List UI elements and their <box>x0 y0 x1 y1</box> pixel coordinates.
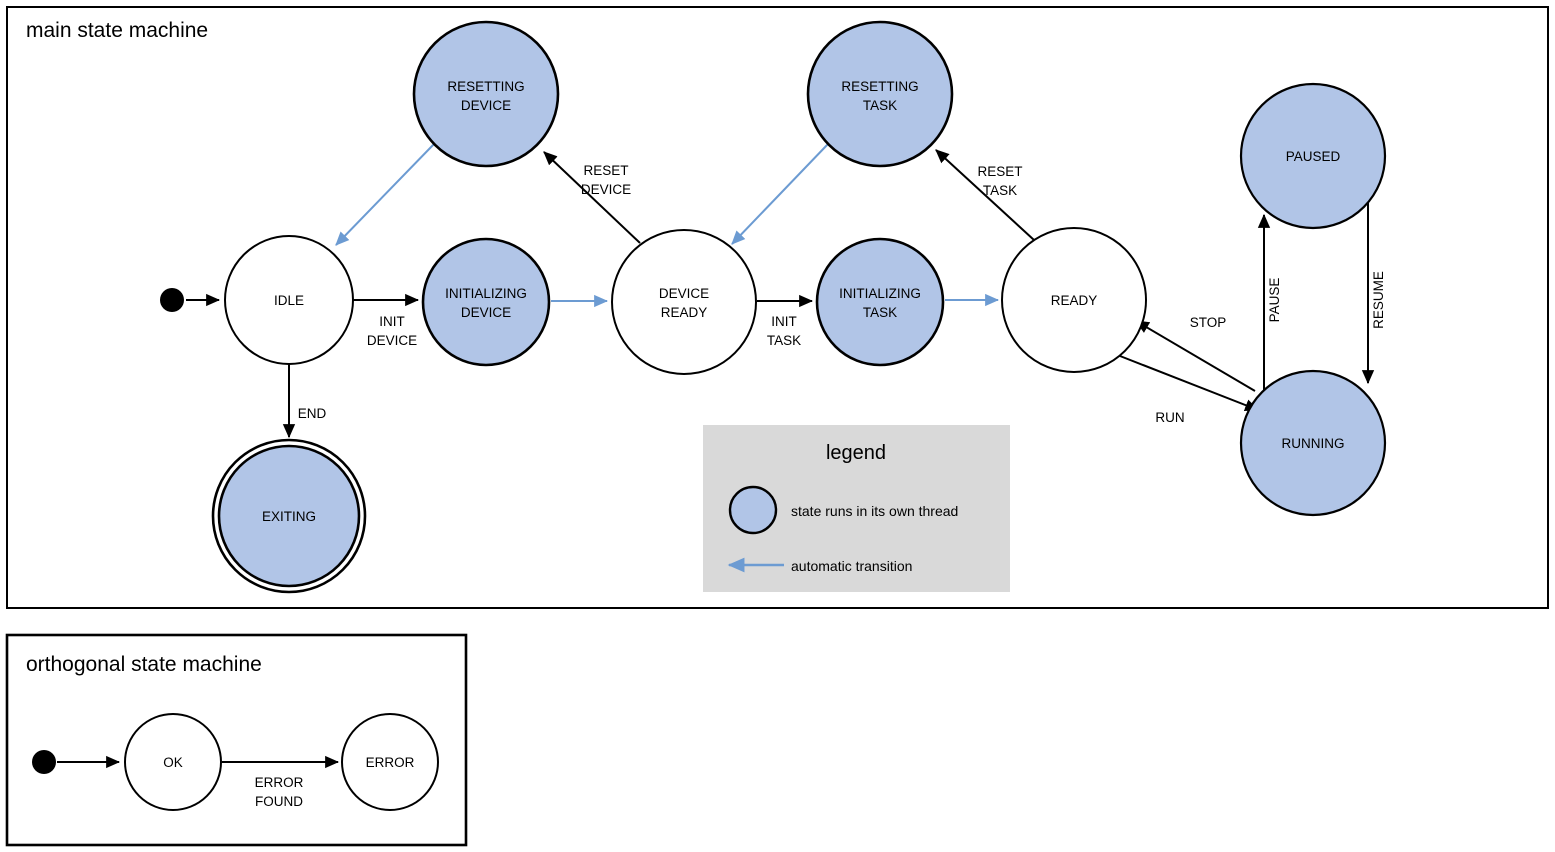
state-label-line2: DEVICE <box>461 305 511 320</box>
state-circle <box>1239 369 1387 517</box>
transition-label-init-task-line2: TASK <box>767 333 801 348</box>
state-circle <box>217 444 361 588</box>
state-resetting-task[interactable]: RESETTING TASK <box>806 20 954 168</box>
transition-label-run: RUN <box>1155 410 1184 425</box>
state-label-line1: INITIALIZING <box>445 286 527 301</box>
state-label-line2: READY <box>661 305 708 320</box>
state-label-line1: READY <box>1051 293 1098 308</box>
state-label-line1: DEVICE <box>659 286 709 301</box>
state-label-line1: EXITING <box>262 509 316 524</box>
orthogonal-initial-state-marker <box>32 750 56 774</box>
transition-label-reset-task-line1: RESET <box>977 164 1022 179</box>
state-circle <box>224 235 354 365</box>
state-label-line1: PAUSED <box>1286 149 1341 164</box>
transition-ready-to-running <box>1119 355 1260 412</box>
transition-label-init-device-line2: DEVICE <box>367 333 417 348</box>
main-transitions: INIT DEVICE INIT TASK RESET DEVICE RESET… <box>186 143 1386 439</box>
legend-item-thread-state: state runs in its own thread <box>728 485 958 535</box>
transition-device-ready-to-resetting-device <box>543 151 641 244</box>
state-circle <box>124 713 222 811</box>
state-circle <box>421 237 551 367</box>
state-circle <box>611 229 757 375</box>
legend-item-automatic-transition: automatic transition <box>727 557 912 574</box>
legend-item-label: state runs in its own thread <box>791 503 958 519</box>
transition-label-error-found-line1: ERROR <box>255 775 304 790</box>
transition-running-to-ready <box>1135 320 1256 392</box>
state-label-line2: DEVICE <box>461 98 511 113</box>
state-device-ready[interactable]: DEVICE READY <box>611 229 757 375</box>
transition-label-init-device-line1: INIT <box>379 314 405 329</box>
initial-state-marker <box>160 288 184 312</box>
state-label-line1: RESETTING <box>447 79 524 94</box>
orthogonal-frame-title: orthogonal state machine <box>26 653 262 676</box>
state-circle <box>1239 82 1387 230</box>
state-label-line1: ERROR <box>366 755 415 770</box>
state-label-line1: RESETTING <box>841 79 918 94</box>
state-label-line1: INITIALIZING <box>839 286 921 301</box>
state-label-line1: RUNNING <box>1282 436 1345 451</box>
state-ready[interactable]: READY <box>1001 227 1147 373</box>
legend-item-label: automatic transition <box>791 558 912 574</box>
transition-label-reset-task-line2: TASK <box>983 183 1017 198</box>
state-circle <box>341 713 439 811</box>
state-running[interactable]: RUNNING <box>1239 369 1387 517</box>
state-resetting-device[interactable]: RESETTING DEVICE <box>412 20 560 168</box>
state-ok[interactable]: OK <box>124 713 222 811</box>
transition-label-error-found-line2: FOUND <box>255 794 303 809</box>
transition-resetting-device-to-idle <box>335 143 435 246</box>
transition-label-init-task-line1: INIT <box>771 314 797 329</box>
state-label-line1: OK <box>163 755 183 770</box>
legend-title: legend <box>826 442 886 464</box>
orthogonal-state-machine-frame: orthogonal state machine ERROR FOUND OK … <box>5 633 468 847</box>
transition-label-reset-device-line2: DEVICE <box>581 182 631 197</box>
transition-label-stop: STOP <box>1190 315 1227 330</box>
filled-circle-icon <box>728 485 778 535</box>
state-idle[interactable]: IDLE <box>224 235 354 365</box>
state-initializing-task[interactable]: INITIALIZING TASK <box>815 237 945 367</box>
state-circle <box>806 20 954 168</box>
state-label-line1: IDLE <box>274 293 304 308</box>
state-exiting[interactable]: EXITING <box>211 438 367 594</box>
transition-label-end: END <box>298 406 327 421</box>
state-label-line2: TASK <box>863 98 897 113</box>
transition-ready-to-resetting-task <box>935 149 1035 241</box>
transition-resetting-task-to-device-ready <box>731 143 829 245</box>
state-paused[interactable]: PAUSED <box>1239 82 1387 230</box>
transition-label-resume: RESUME <box>1371 271 1386 329</box>
main-frame-title: main state machine <box>26 19 208 42</box>
state-circle <box>815 237 945 367</box>
transition-label-reset-device-line1: RESET <box>583 163 628 178</box>
state-error[interactable]: ERROR <box>341 713 439 811</box>
state-initializing-device[interactable]: INITIALIZING DEVICE <box>421 237 551 367</box>
legend: legend state runs in its own thread auto… <box>703 425 1010 592</box>
transition-label-pause: PAUSE <box>1267 278 1282 323</box>
state-circle <box>412 20 560 168</box>
state-circle <box>1001 227 1147 373</box>
state-label-line2: TASK <box>863 305 897 320</box>
main-states: RESETTING DEVICE RESETTING TASK PAUSED I… <box>211 20 1387 594</box>
